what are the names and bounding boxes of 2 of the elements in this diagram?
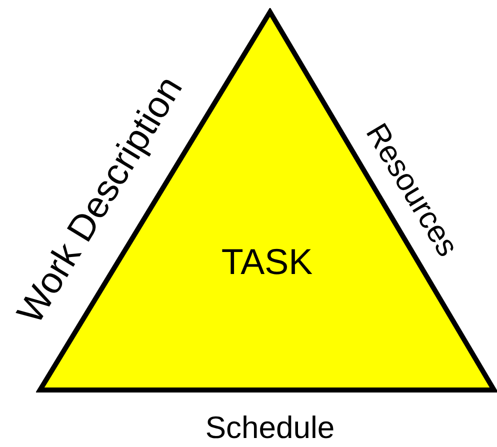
- task-label: TASK: [221, 241, 313, 283]
- base-label: Schedule: [205, 410, 335, 446]
